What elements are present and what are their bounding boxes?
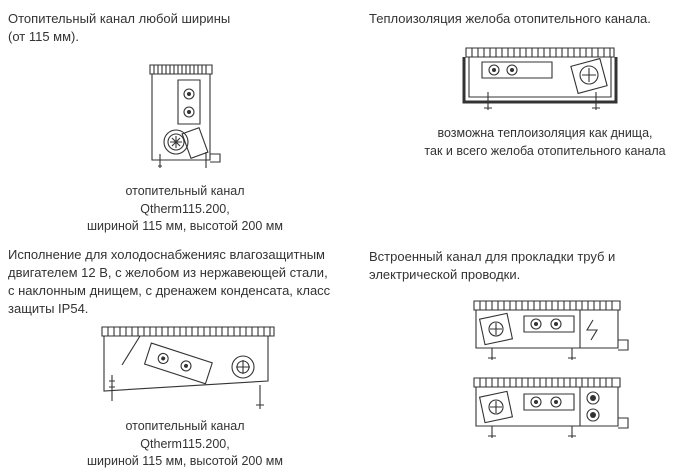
grille-icon [474, 378, 620, 387]
fan-icon [480, 391, 513, 422]
caption-line: отопительный канал [125, 184, 245, 198]
lightning-icon [587, 320, 597, 340]
section-3-heading: Исполнение для холодоснабженияс влагозащ… [8, 246, 363, 318]
heat-exchanger-icon [524, 316, 574, 332]
insulated-channel-diagram [460, 44, 620, 114]
caption-line: Qtherm115.200, [140, 201, 230, 216]
heading-line: Теплоизоляция желоба отопительного канал… [369, 11, 651, 26]
caption-line: возможна теплоизоляция как днища, [437, 126, 653, 140]
pipe-icon [587, 392, 599, 421]
fan-icon [480, 313, 513, 344]
caption-line: отопительный канал [125, 419, 245, 433]
grille-icon [466, 48, 614, 57]
grille-icon [474, 301, 620, 310]
heading-line: (от 115 мм). [8, 29, 79, 44]
fan-icon [232, 356, 254, 378]
insulation-layer [464, 57, 616, 102]
section-2-caption: возможна теплоизоляция как днища, так и … [400, 125, 690, 160]
heat-exchanger-icon [178, 80, 200, 124]
cooling-channel-diagram [100, 325, 280, 413]
narrow-heating-channel-diagram [148, 62, 226, 170]
built-in-cable-channel-diagram [470, 298, 630, 458]
caption-line: шириной 115 мм, высотой 200 мм [87, 219, 283, 233]
section-1-heading: Отопительный канал любой ширины (от 115 … [8, 10, 338, 46]
grille-icon [150, 65, 212, 74]
heading-line: двигателем 12 В, с желобом из нержавеюще… [8, 265, 328, 280]
caption-line: так и всего желоба отопительного канала [424, 143, 666, 158]
section-2-heading: Теплоизоляция желоба отопительного канал… [369, 10, 691, 28]
section-1-caption: отопительный канал Qtherm115.200, ширино… [60, 183, 310, 236]
caption-line: Qtherm115.200, [140, 436, 230, 451]
fan-icon [571, 59, 607, 94]
section-4-heading: Встроенный канал для прокладки труб и эл… [369, 248, 691, 284]
grille-icon [102, 327, 274, 336]
section-3-caption: отопительный канал Qtherm115.200, ширино… [60, 418, 310, 471]
heat-exchanger-icon [145, 343, 213, 384]
heat-exchanger-icon [524, 394, 574, 410]
heat-exchanger-icon [482, 62, 552, 78]
heading-line: Исполнение для холодоснабженияс влагозащ… [8, 247, 325, 262]
fan-icon [164, 128, 208, 159]
heading-line: Отопительный канал любой ширины [8, 11, 231, 26]
heading-line: электрической проводки. [369, 267, 521, 282]
sloped-trough [104, 336, 268, 391]
heading-line: Встроенный канал для прокладки труб и [369, 249, 616, 264]
caption-line: шириной 115 мм, высотой 200 мм [87, 454, 283, 468]
heading-line: с наклонным днищем, с дренажем конденсат… [8, 283, 331, 298]
heading-line: защиты IP54. [8, 301, 89, 316]
